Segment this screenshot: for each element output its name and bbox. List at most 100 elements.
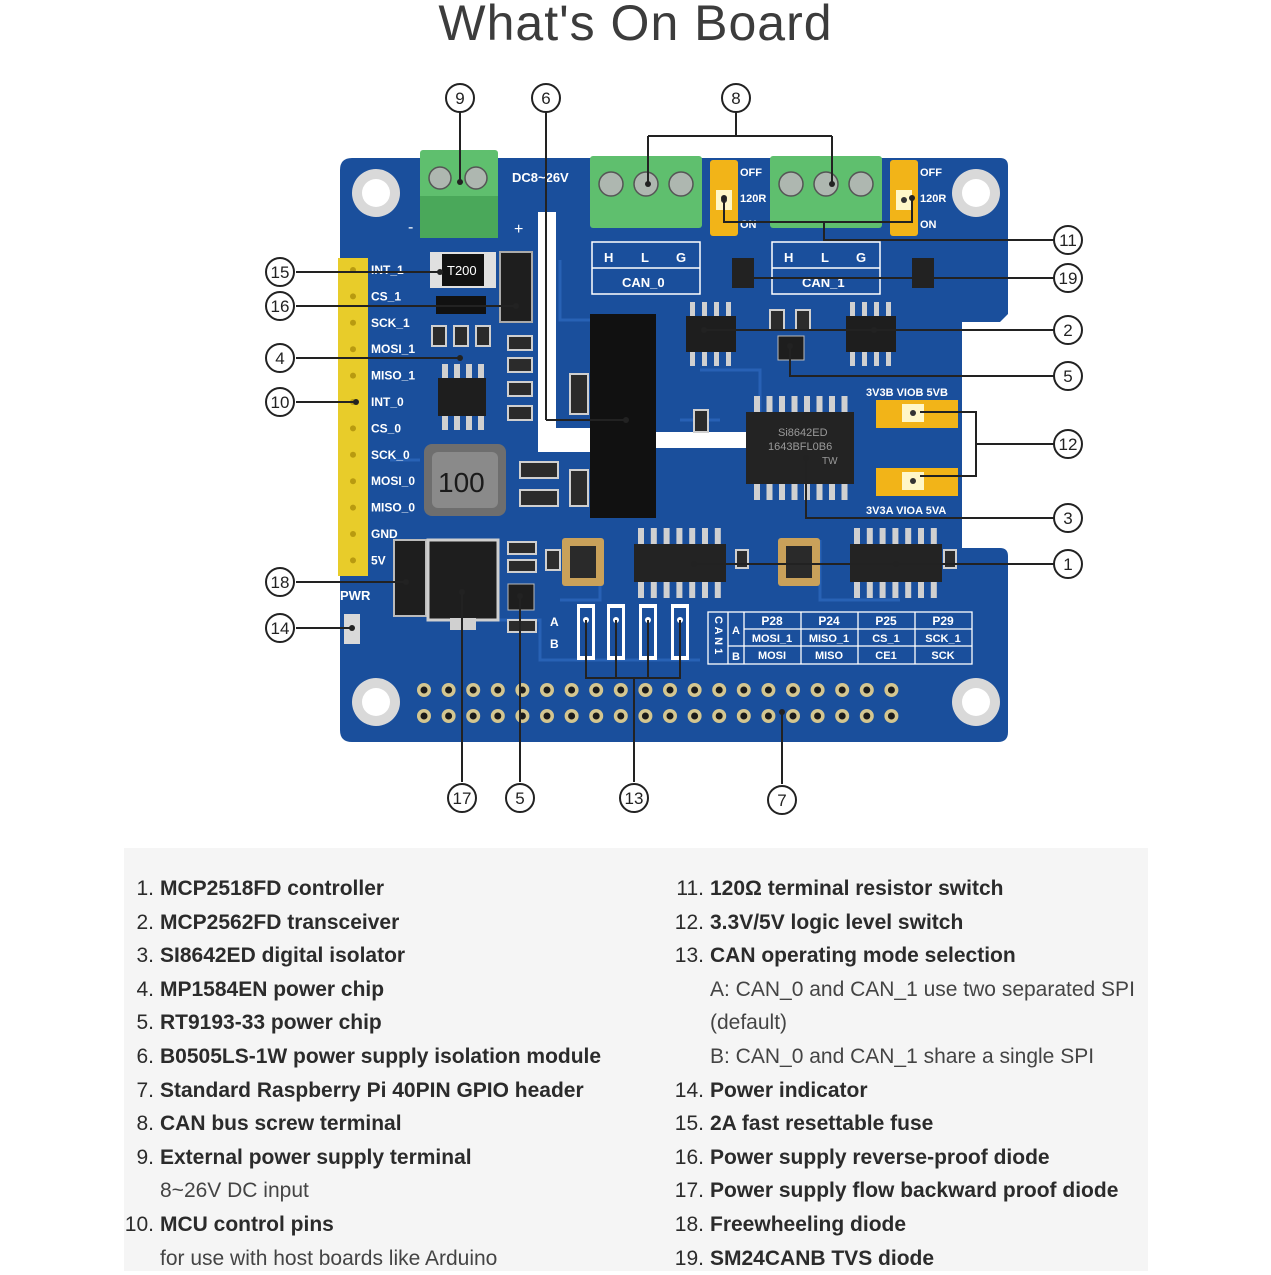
legend-text: (default) xyxy=(710,1011,788,1035)
spi-row-a-label: A xyxy=(732,625,740,637)
callout-number: 9 xyxy=(455,89,464,108)
freewheeling-diode xyxy=(393,539,427,617)
legend-item: 7.Standard Raspberry Pi 40PIN GPIO heade… xyxy=(124,1074,644,1108)
legend-number: 16. xyxy=(674,1145,704,1169)
dc-label: DC8~26V xyxy=(512,170,569,185)
jumper0-on: ON xyxy=(740,219,757,231)
legend-number: 15. xyxy=(674,1112,704,1136)
legend-text: 8~26V DC input xyxy=(160,1179,309,1203)
level-bottom-label: 3V3A VIOA 5VA xyxy=(866,505,946,517)
callout-circle xyxy=(1053,315,1083,345)
legend-number: 3. xyxy=(136,944,154,968)
callout-circle xyxy=(1053,549,1083,579)
callout-number: 3 xyxy=(1063,509,1072,528)
mode-label-a: A xyxy=(550,615,559,629)
legend-item: 12.3.3V/5V logic level switch xyxy=(672,906,1148,940)
spi-side-label: C A N 1 xyxy=(712,616,724,654)
callout-circle xyxy=(265,387,295,417)
legend-item: 2.MCP2562FD transceiver xyxy=(124,906,644,940)
header-pin-hole xyxy=(350,425,356,432)
legend-number: 5. xyxy=(136,1011,154,1035)
callout-circle xyxy=(265,343,295,373)
callout-number: 7 xyxy=(777,791,786,810)
callout-circle xyxy=(265,613,295,643)
callout-circle xyxy=(505,783,535,813)
plus-label: + xyxy=(514,221,523,238)
header-pin-labels: INT_1CS_1SCK_1MOSI_1MISO_1INT_0CS_0SCK_0… xyxy=(350,263,415,567)
legend-item: 11.120Ω terminal resistor switch xyxy=(672,872,1148,906)
spi-row-a-cell: MISO_1 xyxy=(809,633,849,645)
legend-number: 6. xyxy=(136,1044,154,1068)
can0-pin-g: G xyxy=(676,250,686,265)
header-pin-label: 5V xyxy=(371,553,386,567)
legend-text: B: CAN_0 and CAN_1 share a single SPI xyxy=(710,1044,1095,1068)
callout-circle xyxy=(265,567,295,597)
spi-table xyxy=(707,611,973,665)
header-pin-hole xyxy=(350,372,356,379)
legend-text: SI8642ED digital isolator xyxy=(160,944,406,968)
legend-text: MP1584EN power chip xyxy=(160,977,385,1001)
legend-item: 6.B0505LS-1W power supply isolation modu… xyxy=(124,1040,644,1074)
legend-subtext: B: CAN_0 and CAN_1 share a single SPI xyxy=(672,1040,1148,1074)
legend-text: External power supply terminal xyxy=(160,1145,472,1169)
callout-number: 19 xyxy=(1059,269,1078,288)
mp1584en-chip xyxy=(438,364,486,430)
callout-number: 4 xyxy=(275,349,284,368)
header-pin-hole xyxy=(350,293,356,300)
can1-pin-h: H xyxy=(784,250,793,265)
transceiver-can1 xyxy=(846,302,896,366)
spi-row-b-cell: SCK xyxy=(931,650,954,662)
can0-screw-terminal xyxy=(590,156,702,228)
header-pin-label: MOSI_0 xyxy=(371,474,415,488)
pwr-label: PWR xyxy=(340,588,371,603)
legend-item: 15.2A fast resettable fuse xyxy=(672,1107,1148,1141)
callout-circle xyxy=(1053,503,1083,533)
callout-number: 12 xyxy=(1059,435,1078,454)
callout-circle xyxy=(1053,429,1083,459)
legend-item: 14.Power indicator xyxy=(672,1074,1148,1108)
resettable-fuse xyxy=(430,252,496,288)
spi-row-a-cell: MOSI_1 xyxy=(752,633,792,645)
legend-item: 10.MCU control pins xyxy=(124,1208,644,1242)
legend-text: RT9193-33 power chip xyxy=(160,1011,382,1035)
callout-circle xyxy=(767,785,797,815)
legend-item: 3.SI8642ED digital isolator xyxy=(124,939,644,973)
spi-col-header: P24 xyxy=(818,614,840,628)
spi-row-b-cell: CE1 xyxy=(875,650,896,662)
legend-text: CAN bus screw terminal xyxy=(160,1112,402,1136)
header-pin-label: CS_0 xyxy=(371,421,401,435)
callout-number: 13 xyxy=(625,789,644,808)
isolation-module xyxy=(590,314,656,518)
callout-number: 5 xyxy=(1063,367,1072,386)
header-pin-hole xyxy=(350,319,356,326)
legend-item: 19.SM24CANB TVS diode xyxy=(672,1242,1148,1275)
header-pin-hole xyxy=(350,531,356,537)
legend-number: 19. xyxy=(674,1246,704,1270)
header-pin-hole xyxy=(350,451,356,458)
tvs-diodes xyxy=(732,258,934,288)
legend-number: 7. xyxy=(136,1078,154,1102)
legend-text: Power supply reverse-proof diode xyxy=(710,1145,1050,1169)
transceiver-can0 xyxy=(686,302,736,366)
legend-number: 18. xyxy=(674,1212,704,1236)
passives xyxy=(431,309,957,633)
dc-power-terminal xyxy=(420,150,498,238)
spi-row-a-cell: SCK_1 xyxy=(925,633,960,645)
legend-number: 14. xyxy=(674,1078,704,1102)
can0-label: CAN_0 xyxy=(622,275,665,290)
legend-text: MCP2518FD controller xyxy=(160,877,385,900)
header-pin-hole xyxy=(350,346,356,353)
legend-item: 17.Power supply flow backward proof diod… xyxy=(672,1174,1148,1208)
callout-circle xyxy=(265,257,295,287)
legend-text: Power indicator xyxy=(710,1078,868,1102)
legend-item: 18.Freewheeling diode xyxy=(672,1208,1148,1242)
header-pin-label: INT_1 xyxy=(371,263,404,277)
callout-circle xyxy=(1053,361,1083,391)
level-top-label: 3V3B VIOB 5VB xyxy=(866,387,948,399)
callout-number: 10 xyxy=(271,393,290,412)
can0-pin-h: H xyxy=(604,250,613,265)
header-pin-label: SCK_1 xyxy=(371,316,410,330)
